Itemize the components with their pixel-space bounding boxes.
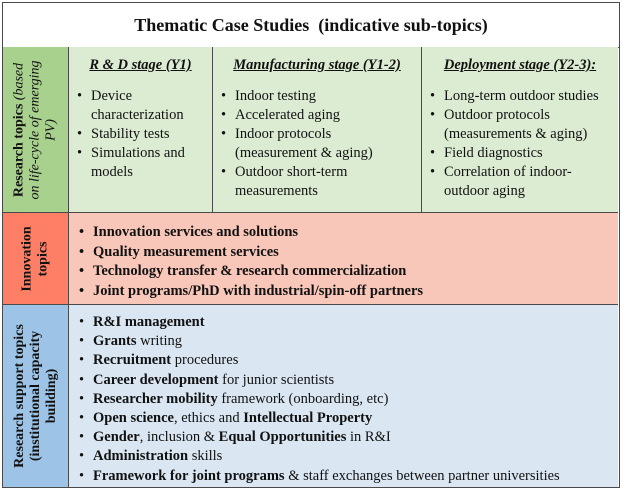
support-label-3: building) bbox=[43, 368, 59, 424]
bold-segment: Administration bbox=[93, 448, 189, 465]
bold-segment: Intellectual Property bbox=[243, 410, 373, 427]
row-label-innovation: Innovation topics bbox=[3, 213, 69, 305]
list-item: Career development for junior scientists bbox=[77, 371, 610, 390]
text-segment: framework (onboarding, etc) bbox=[217, 390, 389, 407]
list-item: R&I management bbox=[77, 313, 610, 332]
list-item: Outdoor protocols (measurements & aging) bbox=[428, 106, 612, 144]
list-item: Innovation services and solutions bbox=[77, 223, 610, 243]
list-item: Accelerated aging bbox=[219, 106, 415, 125]
list-item: Indoor protocols (measurement & aging) bbox=[219, 125, 415, 163]
text-segment: in R&I bbox=[346, 429, 391, 446]
bold-segment: Recruitment bbox=[93, 352, 172, 369]
bold-segment: Equal Opportunities bbox=[218, 429, 347, 446]
rd-stage-list: Device characterization Stability tests … bbox=[75, 87, 206, 182]
list-item: Recruitment procedures bbox=[77, 351, 610, 370]
innovation-list: Innovation services and solutions Qualit… bbox=[77, 223, 610, 301]
manufacturing-stage-header: Manufacturing stage (Y1-2) bbox=[233, 57, 401, 73]
text-segment: & staff exchanges between partner univer… bbox=[284, 467, 560, 484]
list-item: Grants writing bbox=[77, 332, 610, 351]
bold-segment: Researcher mobility bbox=[93, 390, 218, 407]
research-sub3: PV) bbox=[43, 118, 59, 141]
list-item: Simulations and models bbox=[75, 144, 206, 182]
deployment-stage-header: Deployment stage (Y2-3): bbox=[443, 57, 597, 73]
row-label-support-text: Research support topics (institutional c… bbox=[12, 324, 60, 468]
row-label-support: Research support topics (institutional c… bbox=[3, 305, 69, 487]
bold-segment: Gender bbox=[93, 429, 140, 446]
text-segment: , ethics and bbox=[173, 410, 244, 427]
list-item: Researcher mobility framework (onboardin… bbox=[77, 390, 610, 409]
list-item: Outdoor short-term measurements bbox=[219, 163, 415, 201]
bold-segment: R&I management bbox=[93, 314, 205, 330]
list-item: Technology transfer & research commercia… bbox=[77, 262, 610, 282]
rd-stage-column: R & D stage (Y1) Device characterization… bbox=[69, 47, 213, 213]
list-item: Gender, inclusion & Equal Opportunities … bbox=[77, 428, 610, 447]
research-sub1: (based bbox=[11, 62, 27, 100]
bold-segment: Grants bbox=[93, 333, 137, 350]
deployment-stage-column: Deployment stage (Y2-3): Long-term outdo… bbox=[422, 47, 618, 213]
list-item: Field diagnostics bbox=[428, 144, 612, 163]
support-panel: R&I managementGrants writingRecruitment … bbox=[69, 305, 618, 487]
list-item: Open science, ethics and Intellectual Pr… bbox=[77, 409, 610, 428]
text-segment: for junior scientists bbox=[218, 371, 335, 388]
support-label-2: (institutional capacity bbox=[27, 330, 43, 462]
list-item: Joint programs/PhD with industrial/spin-… bbox=[77, 282, 610, 302]
text-segment: writing bbox=[136, 333, 183, 350]
innovation-label-2: topics bbox=[35, 241, 51, 277]
row-label-research: Research topics (based on life-cycle of … bbox=[3, 47, 69, 213]
row-label-innovation-text: Innovation topics bbox=[20, 226, 52, 291]
manufacturing-stage-column: Manufacturing stage (Y1-2) Indoor testin… bbox=[213, 47, 422, 213]
innovation-panel: Innovation services and solutions Qualit… bbox=[69, 213, 618, 305]
text-segment: skills bbox=[188, 448, 223, 465]
bold-segment: Open science bbox=[93, 410, 174, 427]
text-segment: procedures bbox=[171, 352, 239, 369]
text-segment: , inclusion & bbox=[139, 429, 219, 446]
list-item: Device characterization bbox=[75, 87, 206, 125]
list-item: Administration skills bbox=[77, 447, 610, 466]
deployment-stage-list: Long-term outdoor studies Outdoor protoc… bbox=[428, 87, 612, 201]
list-item: Framework for joint programs & staff exc… bbox=[77, 467, 610, 486]
support-list: R&I managementGrants writingRecruitment … bbox=[77, 313, 610, 486]
list-item: Indoor testing bbox=[219, 87, 415, 106]
innovation-label-1: Innovation bbox=[19, 225, 35, 292]
list-item: Long-term outdoor studies bbox=[428, 87, 612, 106]
research-sub2: on life-cycle of emerging bbox=[27, 59, 43, 200]
bold-segment: Framework for joint programs bbox=[93, 467, 285, 484]
list-item: Correlation of indoor-outdoor aging bbox=[428, 163, 612, 201]
row-label-research-text: Research topics (based on life-cycle of … bbox=[12, 60, 60, 199]
list-item: Stability tests bbox=[75, 125, 206, 144]
bold-segment: Career development bbox=[93, 371, 219, 388]
support-label-1: Research support topics bbox=[11, 324, 27, 468]
research-label: Research topics bbox=[11, 103, 27, 197]
list-item: Quality measurement services bbox=[77, 243, 610, 263]
rd-stage-header: R & D stage (Y1) bbox=[89, 57, 192, 73]
diagram-title: Thematic Case Studies (indicative sub-to… bbox=[3, 3, 619, 48]
manufacturing-stage-list: Indoor testing Accelerated aging Indoor … bbox=[219, 87, 415, 201]
